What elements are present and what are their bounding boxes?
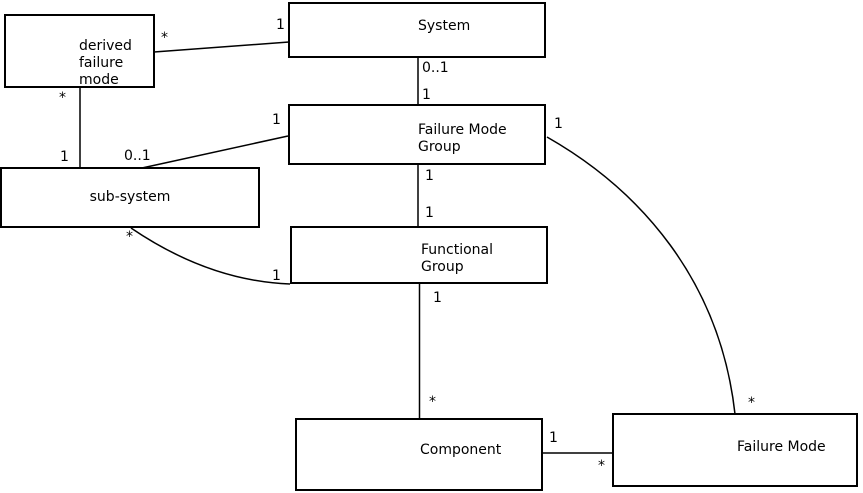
entity-system: System (288, 2, 546, 58)
mult-failure-mode-group--functional-group-at-functional-group: 1 (425, 205, 434, 221)
entity-functional-group-label: Functional Group (421, 242, 494, 275)
entity-sub-system-label: sub-system (89, 189, 171, 205)
entity-failure-mode-group: Failure Mode Group (288, 104, 546, 165)
entity-failure-mode-group-label: Failure Mode Group (418, 122, 507, 155)
entity-sub-system: sub-system (0, 167, 260, 228)
entity-component-label: Component (420, 442, 502, 458)
connector-failure-mode-group--sub-system (141, 135, 289, 169)
entity-derived-failure-mode-label: derived failure mode (79, 38, 132, 88)
entity-system-label: System (418, 18, 471, 34)
entity-failure-mode-label: Failure Mode (737, 439, 826, 455)
mult-derived-failure-mode--sub-system-at-derived-failure-mode: * (59, 90, 66, 106)
mult-derived-failure-mode--sub-system-at-sub-system: 1 (60, 149, 69, 165)
mult-functional-group--component-at-component: * (429, 394, 436, 410)
mult-failure-mode-group--sub-system-at-sub-system: 0..1 (124, 148, 151, 164)
mult-system--derived-failure-mode-at-derived-failure-mode: * (161, 30, 168, 46)
entity-functional-group: Functional Group (290, 226, 548, 284)
mult-sub-system--functional-group-at-sub-system: * (126, 229, 133, 245)
entity-failure-mode: Failure Mode (612, 413, 858, 487)
connector-sub-system--functional-group (130, 227, 291, 285)
mult-functional-group--component-at-functional-group: 1 (433, 290, 442, 306)
mult-system--failure-mode-group-at-system: 0..1 (422, 60, 449, 76)
mult-system--failure-mode-group-at-failure-mode-group: 1 (422, 87, 431, 103)
mult-failure-mode-group--failure-mode-at-failure-mode-group: 1 (554, 116, 563, 132)
mult-component--failure-mode-at-failure-mode: * (598, 458, 605, 474)
connector-system--derived-failure-mode (153, 41, 290, 53)
mult-system--derived-failure-mode-at-system: 1 (276, 17, 285, 33)
mult-failure-mode-group--failure-mode-at-failure-mode: * (748, 395, 755, 411)
connector-failure-mode-group--failure-mode (546, 136, 736, 415)
entity-derived-failure-mode: derived failure mode (4, 14, 155, 88)
mult-failure-mode-group--sub-system-at-failure-mode-group: 1 (272, 112, 281, 128)
mult-sub-system--functional-group-at-functional-group: 1 (272, 268, 281, 284)
entity-component: Component (295, 418, 543, 491)
mult-failure-mode-group--functional-group-at-failure-mode-group: 1 (425, 168, 434, 184)
mult-component--failure-mode-at-component: 1 (549, 430, 558, 446)
